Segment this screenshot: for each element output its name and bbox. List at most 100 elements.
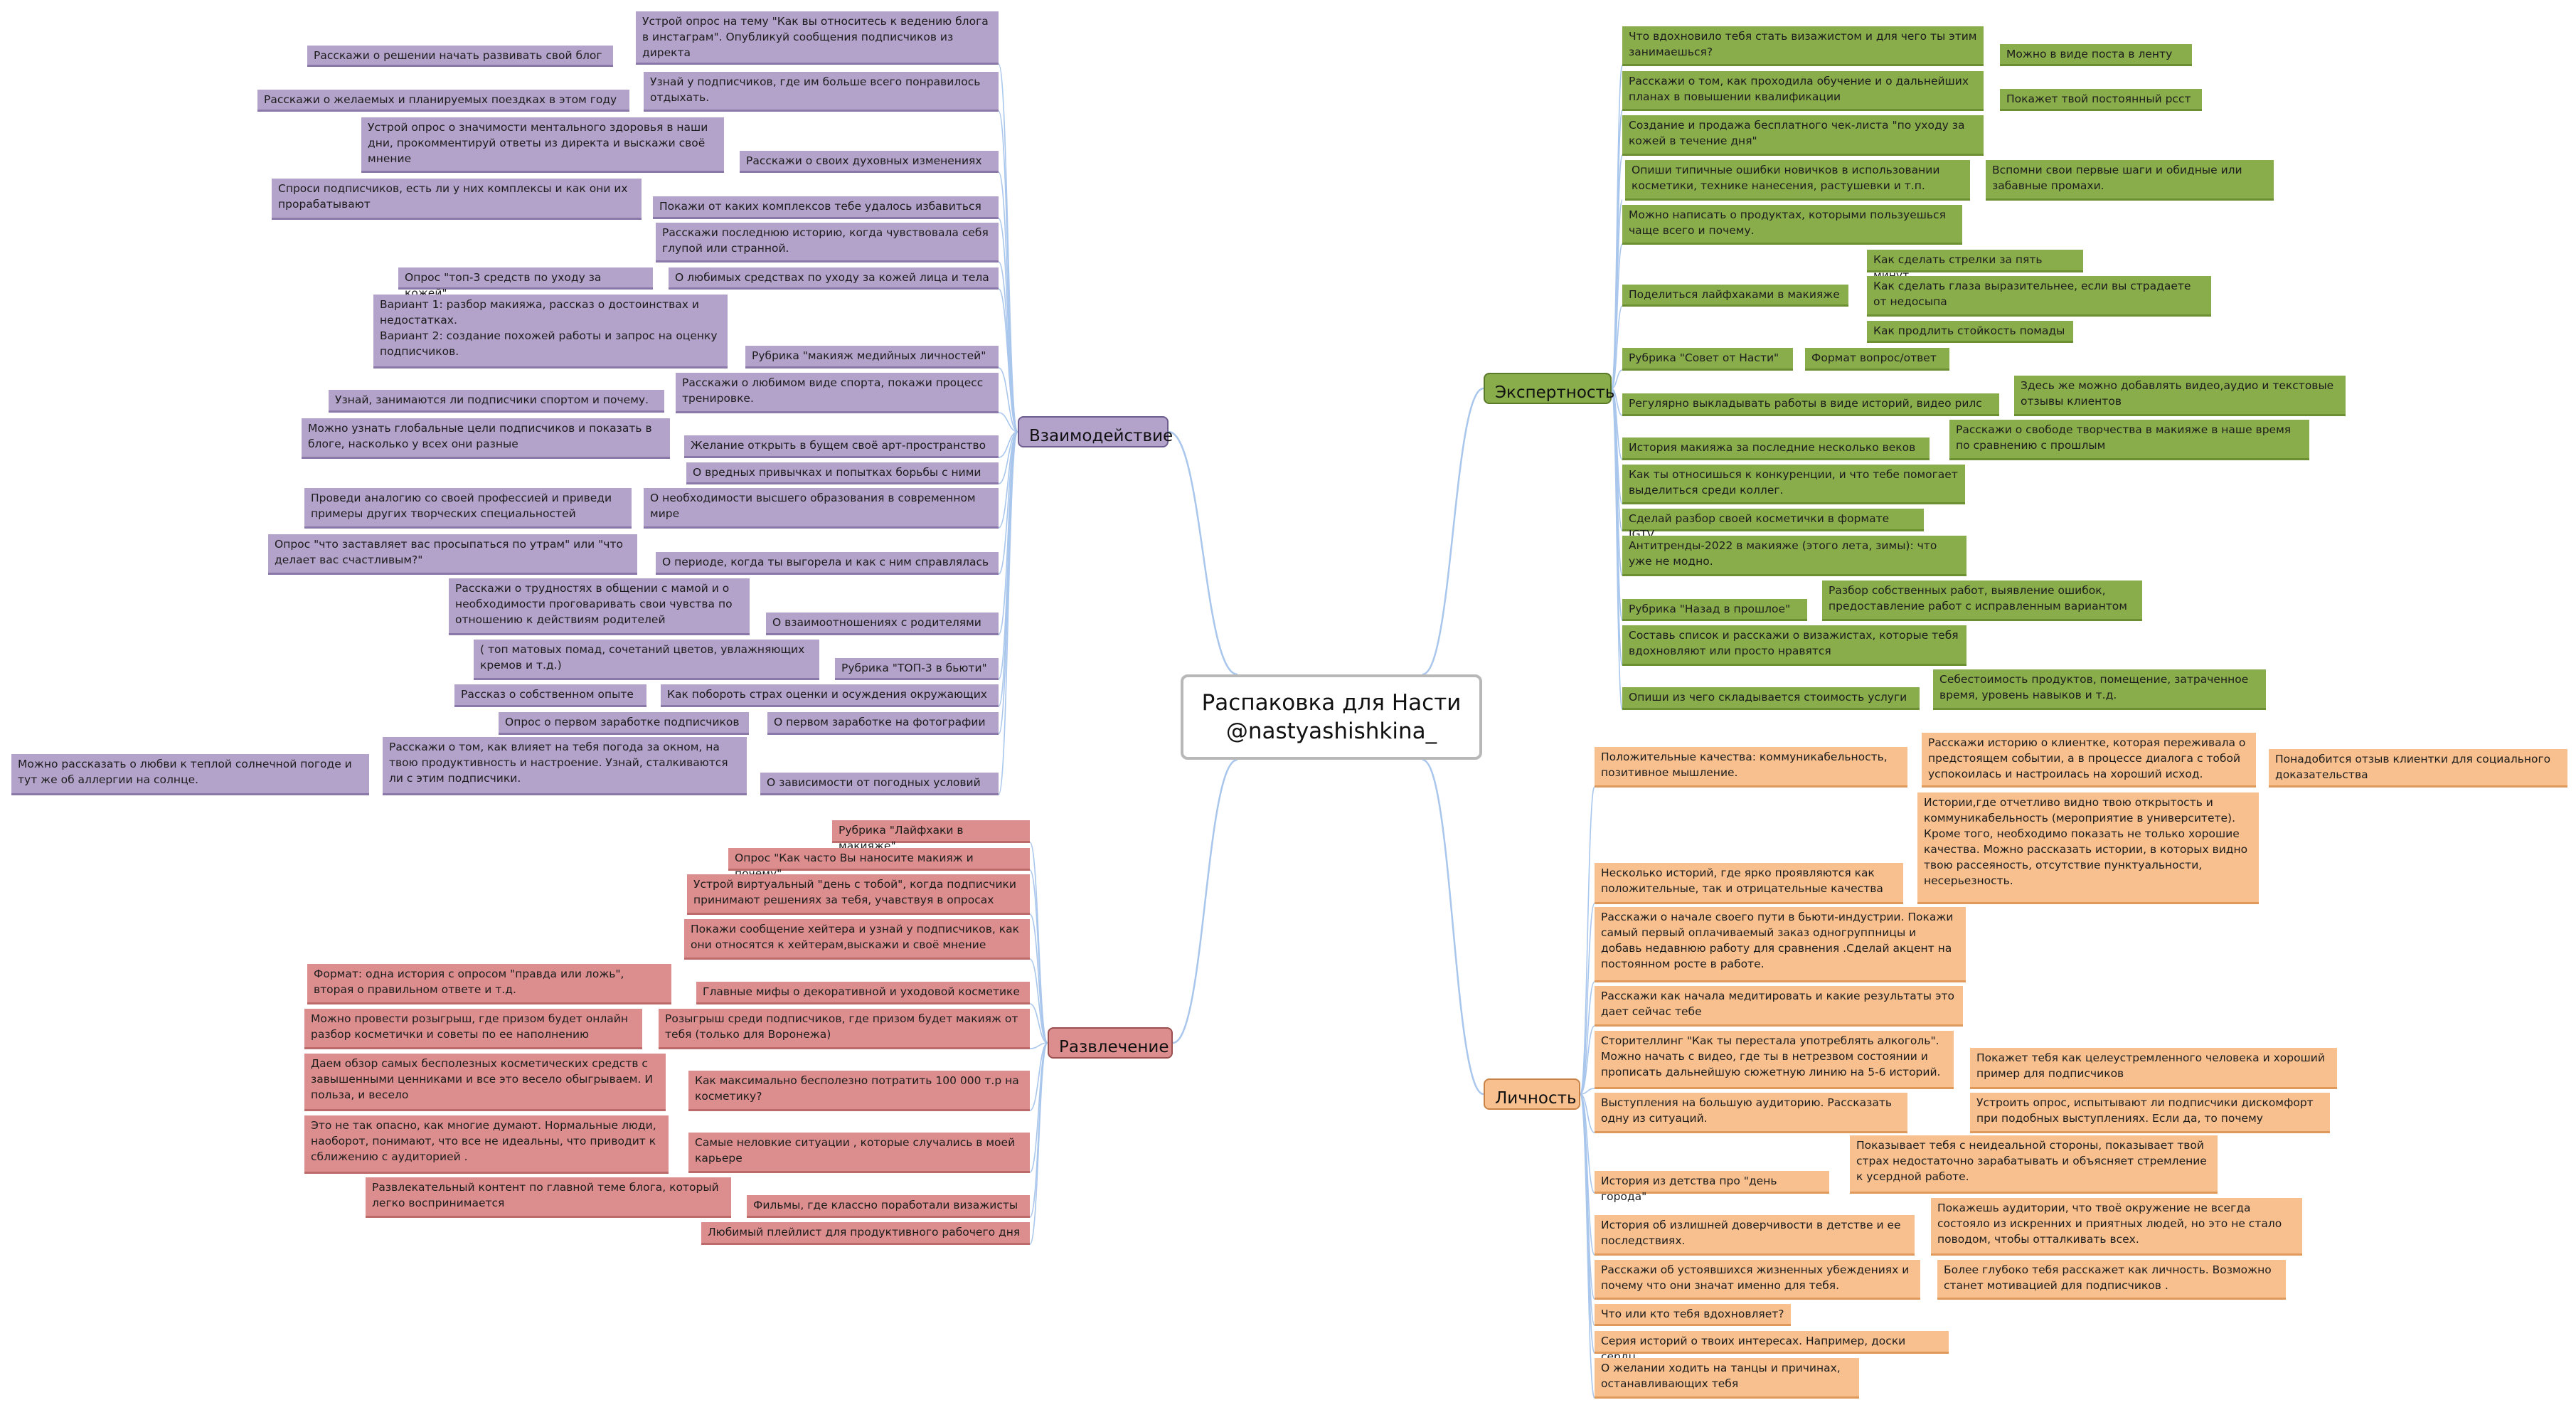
subtopic-node[interactable]: Опрос "топ-3 средств по уходу за кожей"	[398, 267, 653, 299]
subtopic-node[interactable]: Формат вопрос/ответ	[1805, 348, 1949, 371]
subtopic-node[interactable]: Расскажи о решении начать развивать свой…	[307, 46, 613, 67]
topic-node[interactable]: Расскажи об устоявшихся жизненных убежде…	[1595, 1260, 1920, 1300]
subtopic-node[interactable]: Расскажи о желаемых и планируемых поездк…	[257, 90, 629, 112]
topic-node[interactable]: Рубрика "Лайфхаки в макияже"	[832, 820, 1030, 852]
subtopic-node[interactable]: Узнай, занимаются ли подписчики спортом …	[329, 390, 664, 413]
subtopic-node[interactable]: Можно рассказать о любви к теплой солнеч…	[11, 754, 369, 795]
subtopic-node[interactable]: Более глубоко тебя расскажет как личност…	[1937, 1260, 2286, 1300]
subtopic-node[interactable]: Расскажи о трудностях в общении с мамой …	[449, 578, 750, 635]
topic-node[interactable]: Выступления на большую аудиторию. Расска…	[1595, 1093, 1907, 1133]
topic-node[interactable]: Главные мифы о декоративной и уходовой к…	[696, 982, 1030, 1004]
topic-node[interactable]: Регулярно выкладывать работы в виде исто…	[1622, 393, 1999, 416]
topic-node[interactable]: Розыгрыш среди подписчиков, где призом б…	[659, 1009, 1030, 1049]
topic-node[interactable]: Устрой опрос на тему "Как вы относитесь …	[636, 11, 999, 65]
subtopic-node[interactable]: Можно в виде поста в ленту	[2000, 44, 2192, 66]
topic-node[interactable]: Поделиться лайфхаками в макияже	[1622, 285, 1848, 307]
branch-entertainment[interactable]: Развлечение	[1048, 1027, 1173, 1059]
topic-node[interactable]: Устрой виртуальный "день с тобой", когда…	[687, 874, 1030, 915]
topic-node[interactable]: Как максимально бесполезно потратить 100…	[688, 1071, 1030, 1111]
branch-expertise[interactable]: Экспертность	[1484, 373, 1615, 404]
topic-node[interactable]: О зависимости от погодных условий	[760, 773, 999, 795]
central-handle: @nastyashishkina_	[1225, 719, 1437, 744]
topic-node[interactable]: Сделай разбор своей косметички в формате…	[1622, 509, 1924, 541]
subtopic-node[interactable]: Как продлить стойкость помады	[1867, 321, 2073, 343]
topic-node[interactable]: Можно написать о продуктах, которыми пол…	[1622, 205, 1962, 245]
topic-node[interactable]: О вредных привычках и попытках борьбы с …	[686, 462, 999, 484]
topic-node[interactable]: Самые неловкие ситуации , которые случал…	[688, 1133, 1030, 1173]
topic-node[interactable]: Опрос "Как часто Вы наносите макияж и по…	[728, 848, 1030, 880]
topic-node[interactable]: О периоде, когда ты выгорела и как с ним…	[656, 552, 999, 575]
topic-node[interactable]: Желание открыть в бущем своё арт-простра…	[684, 435, 999, 458]
topic-node[interactable]: Расскажи о том, как проходила обучение и…	[1622, 71, 1984, 111]
subtopic-node[interactable]: Здесь же можно добавлять видео,аудио и т…	[2014, 376, 2346, 416]
subtopic-node[interactable]: Как сделать стрелки за пять минут	[1867, 250, 2083, 282]
subtopic-node[interactable]: Разбор собственных работ, выявление ошиб…	[1822, 580, 2142, 621]
topic-node[interactable]: Рубрика "Совет от Насти"	[1622, 348, 1793, 371]
topic-node[interactable]: Как побороть страх оценки и осуждения ок…	[661, 684, 999, 707]
topic-node[interactable]: Узнай у подписчиков, где им больше всего…	[644, 72, 999, 112]
topic-node[interactable]: История об излишней доверчивости в детст…	[1595, 1215, 1915, 1256]
topic-node[interactable]: Несколько историй, где ярко проявляются …	[1595, 863, 1903, 904]
subtopic-node[interactable]: Устрой опрос о значимости ментального зд…	[361, 117, 724, 173]
branch-interaction[interactable]: Взаимодействие	[1018, 416, 1173, 447]
topic-node[interactable]: Расскажи о своих духовных изменениях	[740, 151, 999, 173]
topic-node[interactable]: История из детства про "день города"	[1595, 1171, 1829, 1203]
subtopic-node[interactable]: Истории,где отчетливо видно твою открыто…	[1917, 792, 2259, 904]
subtopic-node[interactable]: Расскажи о свободе творчества в макияже …	[1949, 420, 2309, 460]
topic-node[interactable]: Расскажи последнюю историю, когда чувств…	[656, 223, 999, 263]
subtopic-node[interactable]: Спроси подписчиков, есть ли у них компле…	[272, 179, 642, 220]
topic-node[interactable]: Рубрика "Назад в прошлое"	[1622, 599, 1807, 621]
topic-node[interactable]: О любимых средствах по уходу за кожей ли…	[669, 267, 999, 290]
subtopic-node[interactable]: ( топ матовых помад, сочетаний цветов, у…	[474, 640, 819, 680]
topic-node[interactable]: Серия историй о твоих интересах. Наприме…	[1595, 1331, 1949, 1363]
topic-node[interactable]: Расскажи как начала медитировать и какие…	[1595, 986, 1963, 1027]
topic-node[interactable]: Рубрика "макияж медийных личностей"	[745, 346, 999, 369]
subtopic-node[interactable]: Себестоимость продуктов, помещение, затр…	[1933, 669, 2266, 710]
subtopic-node[interactable]: Опрос "что заставляет вас просыпаться по…	[268, 534, 637, 575]
subtopic-node[interactable]: Как сделать глаза выразительнее, если вы…	[1867, 276, 2211, 317]
topic-node[interactable]: Рубрика "ТОП-3 в бьюти"	[835, 658, 999, 680]
topic-node[interactable]: Расскажи о начале своего пути в бьюти-ин…	[1595, 907, 1966, 982]
topic-node[interactable]: Фильмы, где классно поработали визажисты	[747, 1195, 1030, 1218]
subtopic-node[interactable]: Покажет твой постоянный рсст	[2000, 89, 2202, 111]
subtopic-node[interactable]: Даем обзор самых бесполезных косметическ…	[304, 1054, 666, 1111]
topic-node[interactable]: О желании ходить на танцы и причинах, ос…	[1595, 1358, 1859, 1399]
subtopic-node[interactable]: Вариант 1: разбор макияжа, рассказ о дос…	[373, 295, 728, 369]
topic-node[interactable]: Положительные качества: коммуникабельнос…	[1595, 747, 1907, 788]
topic-node[interactable]: Расскажи о любимом виде спорта, покажи п…	[676, 373, 999, 413]
subtopic-node[interactable]: Развлекательный контент по главной теме …	[366, 1177, 731, 1218]
topic-node[interactable]: Опиши типичные ошибки новичков в использ…	[1625, 160, 1970, 201]
subtopic-node[interactable]: Расскажи о том, как влияет на тебя погод…	[383, 737, 747, 795]
topic-node[interactable]: Покажи от каких комплексов тебе удалось …	[653, 196, 999, 219]
topic-node[interactable]: Антитренды-2022 в макияже (этого лета, з…	[1622, 536, 1966, 576]
topic-node[interactable]: История макияжа за последние несколько в…	[1622, 438, 1930, 460]
topic-node[interactable]: Составь список и расскажи о визажистах, …	[1622, 625, 1966, 666]
subtopic-node[interactable]: Проведи аналогию со своей профессией и п…	[304, 488, 632, 529]
topic-node[interactable]: О взаимоотношениях с родителями	[766, 613, 999, 635]
topic-node[interactable]: Опиши из чего складывается стоимость усл…	[1622, 687, 1920, 710]
subtopic-node[interactable]: Формат: одна история с опросом "правда и…	[307, 964, 671, 1004]
topic-node[interactable]: Что вдохновило тебя стать визажистом и д…	[1622, 26, 1984, 66]
central-topic[interactable]: Распаковка для Насти @nastyashishkina_	[1181, 674, 1482, 760]
subtopic-node[interactable]: Покажешь аудитории, что твоё окружение н…	[1931, 1198, 2302, 1256]
subtopic-node[interactable]: Можно узнать глобальные цели подписчиков…	[302, 418, 670, 459]
topic-node[interactable]: О необходимости высшего образования в со…	[644, 488, 999, 529]
topic-node[interactable]: Покажи сообщение хейтера и узнай у подпи…	[684, 919, 1030, 960]
subtopic-node[interactable]: Вспомни свои первые шаги и обидные или з…	[1986, 160, 2274, 201]
topic-node[interactable]: О первом заработке на фотографии	[767, 712, 999, 735]
topic-node[interactable]: Что или кто тебя вдохновляет?	[1595, 1304, 1791, 1326]
subtopic-node[interactable]: Опрос о первом заработке подписчиков	[499, 712, 749, 735]
subtopic-node[interactable]: Рассказ о собственном опыте	[454, 684, 646, 707]
subtopic-node[interactable]: Это не так опасно, как многие думают. Но…	[304, 1115, 669, 1174]
topic-node[interactable]: Сторителлинг "Как ты перестала употребля…	[1595, 1031, 1954, 1089]
subtopic-node[interactable]: Понадобится отзыв клиентки для социально…	[2269, 749, 2567, 788]
branch-personality[interactable]: Личность	[1484, 1078, 1580, 1110]
subtopic-node[interactable]: Расскажи историю о клиентке, которая пер…	[1922, 733, 2256, 788]
topic-node[interactable]: Создание и продажа бесплатного чек-листа…	[1622, 115, 1984, 156]
topic-node[interactable]: Как ты относишься к конкуренции, и что т…	[1622, 465, 1965, 504]
subtopic-node[interactable]: Покажет тебя как целеустремленного челов…	[1970, 1048, 2337, 1089]
subtopic-node[interactable]: Устроить опрос, испытывают ли подписчики…	[1970, 1093, 2330, 1133]
subtopic-node[interactable]: Показывает тебя с неидеальной стороны, п…	[1850, 1135, 2218, 1194]
topic-node[interactable]: Любимый плейлист для продуктивного рабоч…	[701, 1222, 1030, 1245]
subtopic-node[interactable]: Можно провести розыгрыш, где призом буде…	[304, 1009, 642, 1049]
